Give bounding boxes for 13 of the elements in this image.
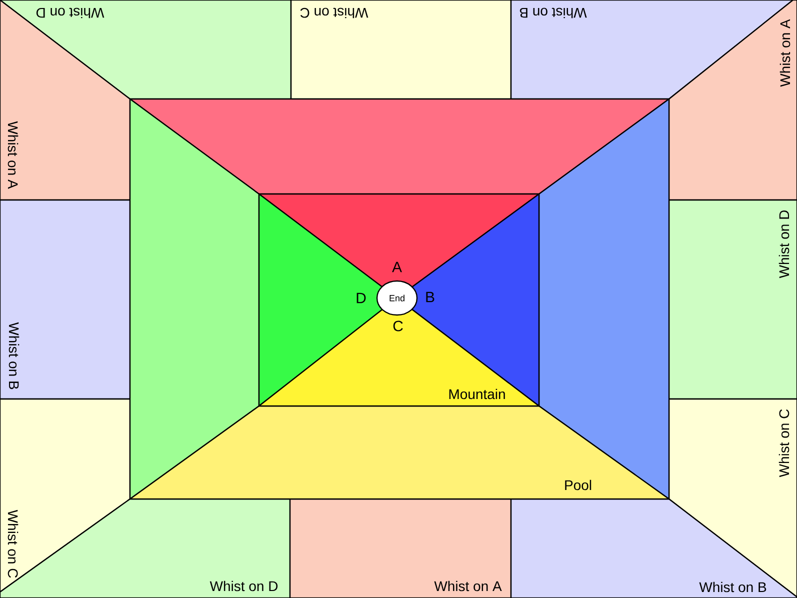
whist-cell: Whist on C bbox=[0, 398, 131, 593]
whist-cell: Whist on D bbox=[668, 199, 797, 400]
whist-cell: Whist on D bbox=[0, 0, 292, 100]
center-oval: End bbox=[376, 280, 418, 316]
whist-cell: Whist on C bbox=[290, 0, 512, 100]
whist-cell: Whist on B bbox=[510, 498, 797, 598]
trapezoid-panel bbox=[538, 98, 670, 500]
whist-cell: Whist on A bbox=[289, 498, 512, 598]
trapezoid-panel: Pool bbox=[129, 405, 670, 500]
trapezoid-panel bbox=[129, 98, 670, 195]
trapezoid-panel bbox=[129, 98, 260, 500]
whist-cell: Whist on A bbox=[668, 0, 797, 201]
whist-cell: Whist on B bbox=[0, 199, 131, 400]
